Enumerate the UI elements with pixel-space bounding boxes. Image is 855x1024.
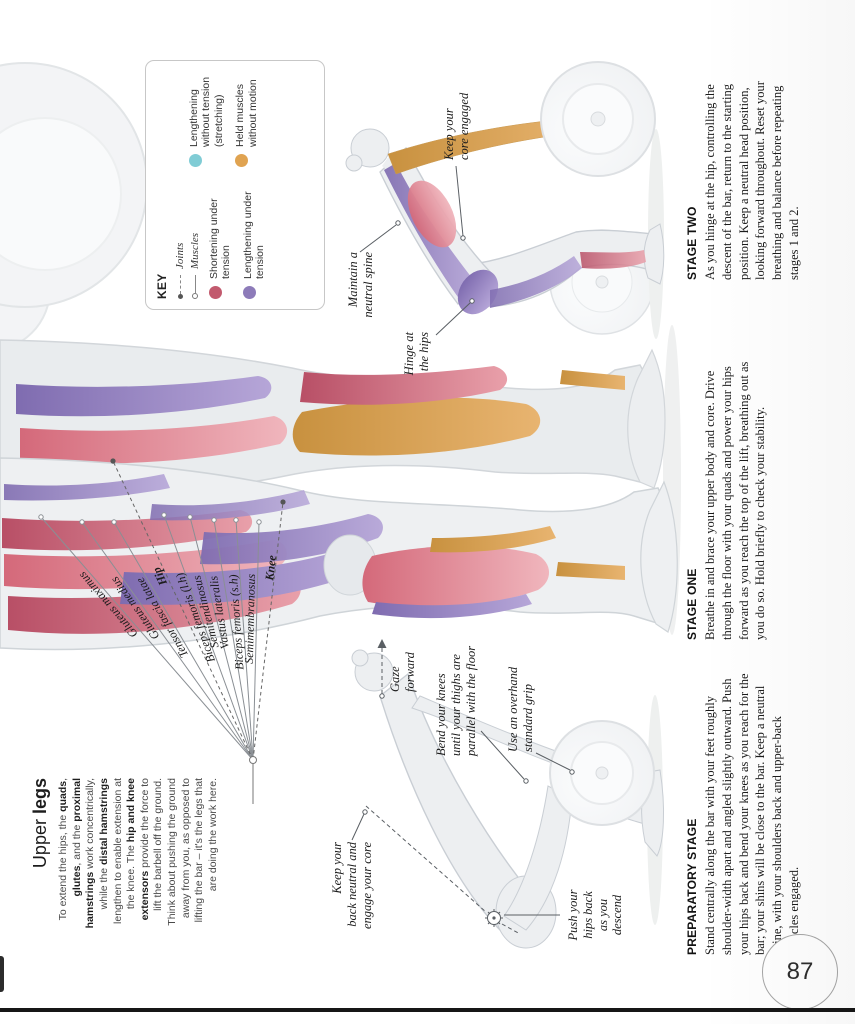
legend-item-stretching: Lengthening without tension (stretching) bbox=[188, 71, 225, 167]
legend-color-dot bbox=[209, 286, 222, 299]
stage-two-figure bbox=[345, 61, 665, 339]
stage-body: Breathe in and brace your upper body and… bbox=[703, 361, 768, 640]
stage-body: As you hinge at the hip, controlling the… bbox=[703, 81, 801, 280]
weight-plate-decorative bbox=[0, 62, 148, 352]
photo-edge-notch bbox=[0, 956, 4, 992]
muscle-symbol-icon bbox=[192, 275, 198, 299]
legend-color-dot bbox=[189, 154, 202, 167]
joint-symbol-icon bbox=[177, 275, 183, 299]
note-back-neutral: Keep your back neutral and engage your c… bbox=[330, 842, 374, 930]
key-title: KEY bbox=[155, 273, 169, 299]
note-overhand-grip: Use an overhand standard grip bbox=[506, 666, 535, 752]
legend-item-lengthening-tension: Lengthening under tension bbox=[242, 181, 267, 299]
section-intro-text: To extend the hips, the quads, glutes, a… bbox=[57, 778, 220, 929]
stage-heading: PREPARATORY STAGE bbox=[685, 818, 699, 955]
annotation-leader-lines bbox=[351, 165, 575, 935]
legend-color-dot bbox=[242, 286, 256, 299]
page-number: 87 bbox=[786, 958, 814, 985]
note-hinge-hips: Hinge at the hips bbox=[402, 332, 431, 376]
section-heading: Upper legs bbox=[30, 778, 50, 869]
key-joints-label: Joints bbox=[174, 242, 186, 269]
muscle-label-semimembranosus: Semimembranosus bbox=[241, 573, 258, 664]
photo-edge-line bbox=[0, 1008, 855, 1012]
key-muscles-row: Muscles bbox=[189, 181, 201, 299]
stage-one-block: STAGE ONE Breathe in and brace your uppe… bbox=[685, 358, 769, 640]
key-joints-row: Joints bbox=[174, 181, 186, 299]
legs-muscle-illustration bbox=[0, 325, 681, 651]
muscle-leader-lines bbox=[38, 458, 286, 804]
stage-heading: STAGE TWO bbox=[685, 206, 699, 280]
legend-item-held: Held muscles without motion bbox=[234, 71, 259, 167]
muscle-label-knee-joint: Knee bbox=[262, 554, 279, 582]
note-gaze-forward: Gaze forward bbox=[388, 652, 417, 692]
note-bend-knees: Bend your knees until your thighs are pa… bbox=[434, 645, 478, 756]
page-number-badge: 87 bbox=[762, 934, 838, 1010]
legend-color-dot bbox=[235, 154, 249, 167]
hip-joint-marker bbox=[485, 909, 503, 927]
note-core-engaged: Keep your core engaged bbox=[442, 92, 471, 160]
preparatory-stage-figure bbox=[351, 649, 665, 949]
note-push-hips: Push your hips back as you descend bbox=[566, 889, 625, 941]
key-muscles-label: Muscles bbox=[189, 232, 201, 269]
legend-item-shortening: Shortening under tension bbox=[208, 181, 233, 299]
preparatory-stage-block: PREPARATORY STAGE Stand centrally along … bbox=[685, 673, 803, 955]
stage-two-block: STAGE TWO As you hinge at the hip, contr… bbox=[685, 58, 803, 280]
stage-heading: STAGE ONE bbox=[685, 568, 699, 640]
key-legend: KEY Joints Muscles Shortening under tens… bbox=[145, 60, 325, 310]
stage-body: Stand centrally along the bar with your … bbox=[703, 673, 801, 955]
note-neutral-spine: Maintain a neutral spine bbox=[346, 252, 375, 318]
section-intro: Upper legs To extend the hips, the quads… bbox=[30, 778, 221, 930]
